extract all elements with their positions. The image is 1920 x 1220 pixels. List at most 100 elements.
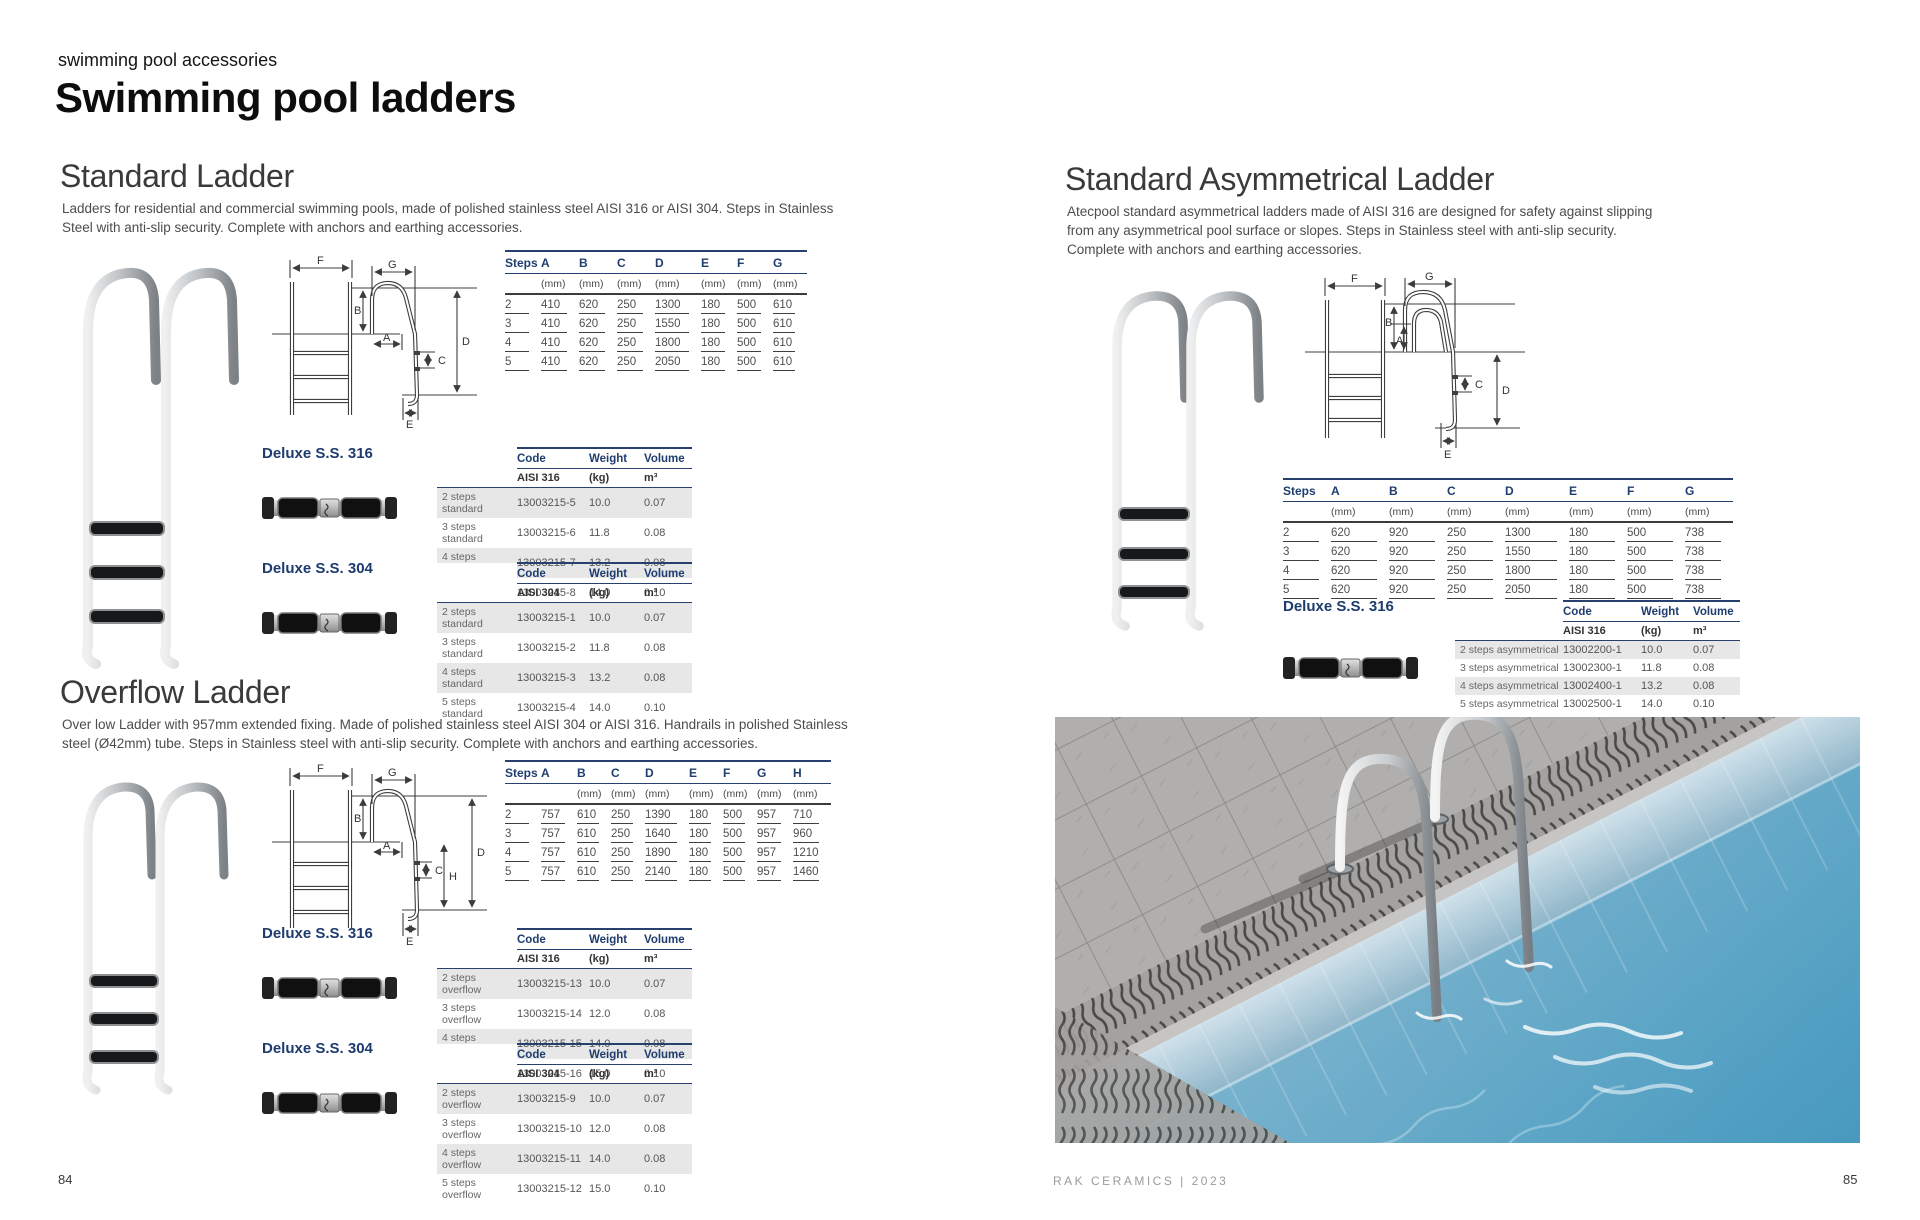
step-product-photo — [262, 497, 397, 519]
table-cell: 757 — [541, 862, 577, 881]
table-cell: 1210 — [793, 843, 831, 862]
table-cell: 620 — [579, 314, 617, 333]
page-title: Swimming pool ladders — [55, 74, 516, 121]
table-cell: 10.0 — [589, 612, 611, 624]
table-cell: 13003215-2 — [517, 642, 576, 654]
table-cell: m³ — [1693, 621, 1740, 641]
table-cell: 13003215-3 — [517, 672, 576, 684]
table-cell: 3 steps overflow — [442, 1002, 482, 1026]
step-product-photo — [262, 612, 397, 634]
code-units-row: AISI 304(kg)m³ — [437, 1064, 692, 1084]
table-cell: 250 — [611, 804, 645, 824]
table-cell: (mm) — [773, 273, 807, 295]
table-cell: Volume — [644, 447, 692, 469]
spacer-cell — [437, 1064, 517, 1084]
table-cell: 957 — [757, 862, 793, 881]
table-cell: 1460 — [793, 862, 831, 881]
table-cell: B — [579, 251, 617, 274]
dim-label-b: B — [354, 305, 361, 317]
table-cell: 4 steps asymmetrical — [1460, 680, 1559, 692]
table-cell: A — [541, 251, 579, 274]
table-cell: 180 — [701, 333, 737, 352]
table-cell: (mm) — [1331, 501, 1389, 523]
table-cell: 13003215-5 — [517, 497, 576, 509]
table-cell: Steps — [1283, 479, 1331, 502]
table-cell: 0.08 — [644, 1123, 666, 1135]
table-cell: 500 — [723, 804, 757, 824]
dim-label-f: F — [1351, 273, 1358, 285]
table-cell: (kg) — [589, 1064, 644, 1084]
table-cell: Weight — [589, 562, 644, 584]
table-cell: 500 — [737, 333, 773, 352]
table-cell: 0.10 — [644, 702, 666, 714]
table-cell: 3 steps standard — [442, 521, 483, 545]
asymmetrical-ladder-photo — [1111, 291, 1264, 631]
table-cell: 180 — [689, 843, 723, 862]
table-cell: 2 — [505, 804, 541, 824]
table-cell: 13003215-12 — [517, 1183, 582, 1195]
table-cell: 500 — [723, 862, 757, 881]
table-cell: m³ — [644, 468, 692, 488]
table-cell: AISI 316 — [517, 949, 589, 969]
ladder-steps — [1118, 507, 1190, 599]
table-cell: 14.0 — [1641, 698, 1663, 710]
table-cell: B — [1389, 479, 1447, 502]
deluxe-316-label: Deluxe S.S. 316 — [262, 445, 373, 462]
table-cell: G — [1685, 479, 1733, 502]
overflow-description: Over low Ladder with 957mm extended fixi… — [62, 717, 848, 751]
code-units-row: AISI 316(kg)m³ — [1455, 621, 1740, 641]
spacer-cell — [437, 583, 517, 603]
table-cell: Weight — [589, 928, 644, 950]
table-cell: 180 — [689, 862, 723, 881]
dim-label-b: B — [354, 813, 361, 825]
spacer-cell — [437, 949, 517, 969]
step-product-photo — [262, 977, 397, 999]
dim-label-b: B — [1385, 317, 1392, 329]
table-cell: 500 — [1627, 561, 1685, 580]
table-cell: (mm) — [757, 783, 793, 805]
table-cell: 180 — [1569, 580, 1627, 599]
table-cell: 500 — [737, 294, 773, 314]
deluxe-316-label: Deluxe S.S. 316 — [1283, 598, 1394, 615]
table-cell: 500 — [723, 824, 757, 843]
table-cell: 250 — [617, 314, 655, 333]
table-cell: 250 — [611, 862, 645, 881]
table-cell: 180 — [701, 352, 737, 371]
table-cell: 0.08 — [644, 672, 666, 684]
table-cell: 0.07 — [644, 497, 666, 509]
table-cell: 0.07 — [644, 612, 666, 624]
table-cell: (mm) — [1447, 501, 1505, 523]
table-cell: 0.08 — [644, 527, 666, 539]
table-cell: Code — [517, 447, 589, 469]
table-cell: 180 — [1569, 522, 1627, 542]
table-cell: 180 — [701, 314, 737, 333]
table-cell: 957 — [757, 824, 793, 843]
eyebrow: swimming pool accessories — [58, 50, 278, 70]
table-cell: 1550 — [1505, 542, 1569, 561]
table-cell: 15.0 — [589, 1183, 611, 1195]
table-cell: 12.0 — [589, 1008, 611, 1020]
table-cell: 13.2 — [589, 672, 611, 684]
table-cell: (kg) — [1641, 621, 1693, 641]
table-cell: D — [645, 761, 689, 784]
asymmetrical-dimension-diagram: F G B A C D E — [1305, 271, 1525, 461]
table-cell: m³ — [644, 1064, 692, 1084]
dim-units-row: (mm)(mm)(mm)(mm)(mm)(mm)(mm) — [1283, 501, 1733, 523]
table-cell: 5 — [505, 862, 541, 881]
table-cell: C — [617, 251, 655, 274]
table-cell: 13003215-9 — [517, 1093, 576, 1105]
table-cell: A — [1331, 479, 1389, 502]
table-cell: 3 — [505, 824, 541, 843]
table-cell: 250 — [617, 352, 655, 371]
